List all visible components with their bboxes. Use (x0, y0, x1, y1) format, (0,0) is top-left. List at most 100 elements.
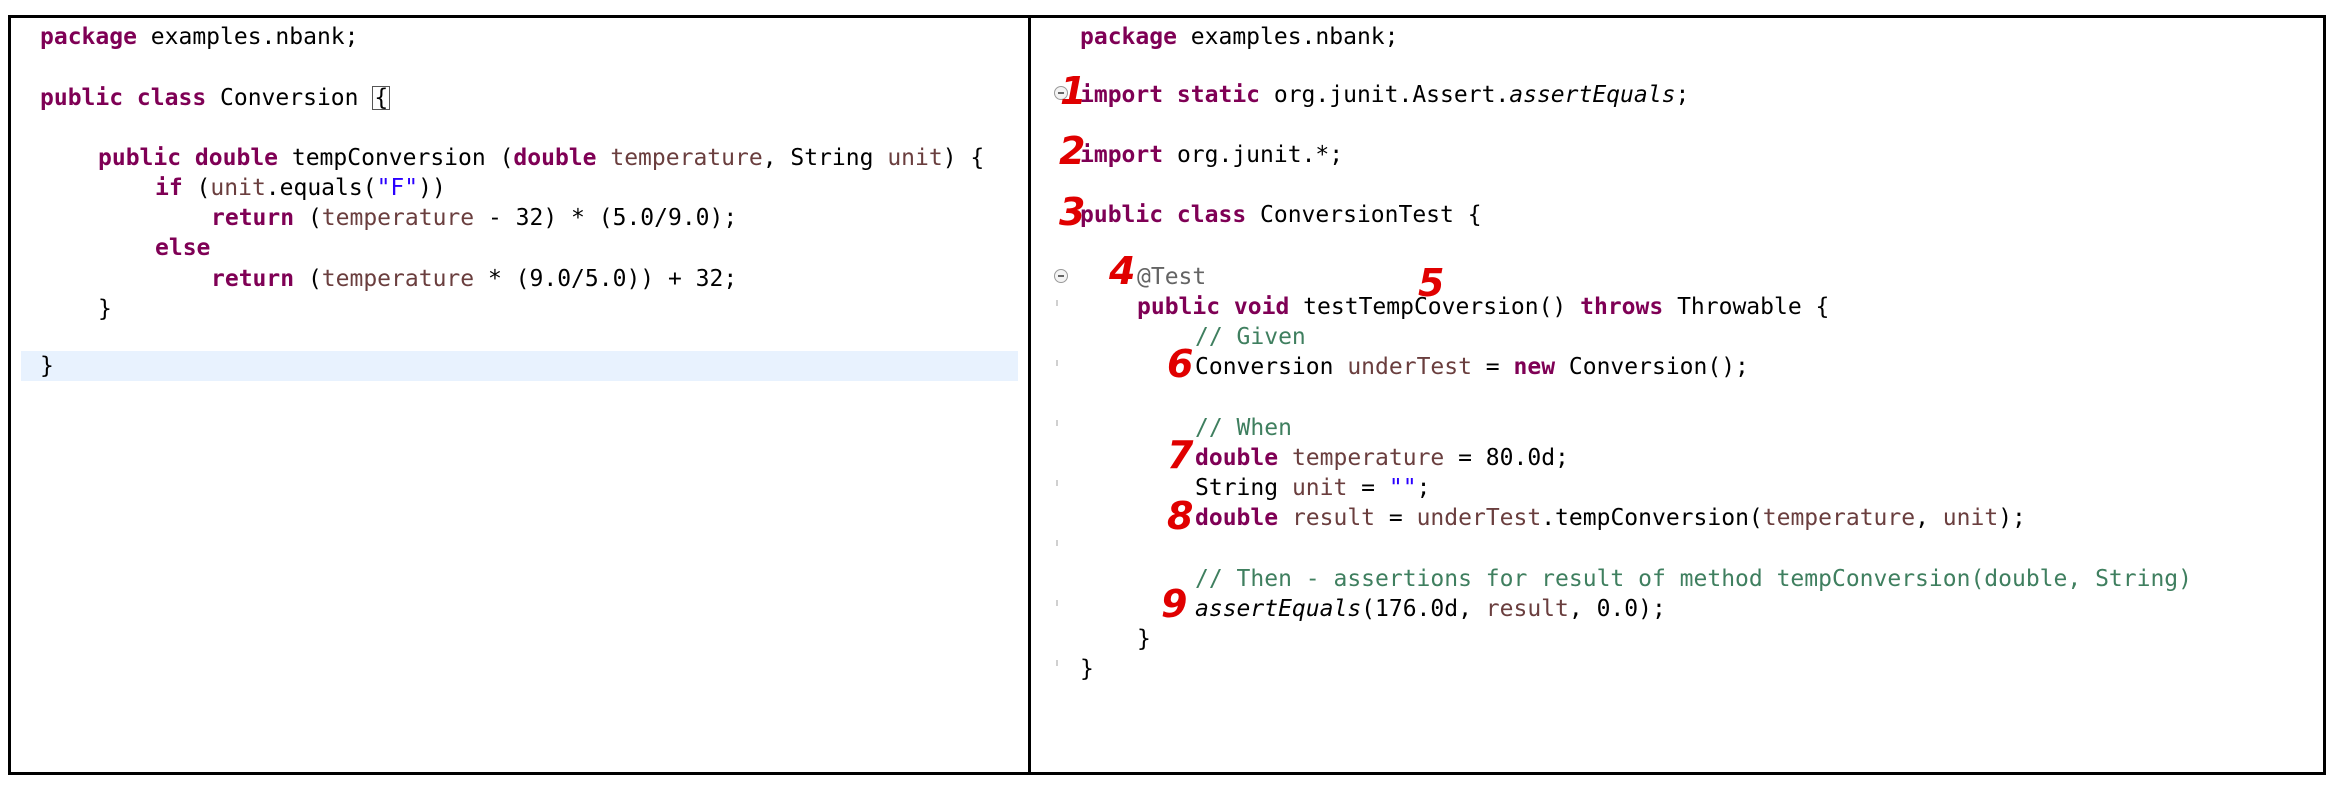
code-text: = (1347, 475, 1389, 501)
annotation: @Test (1137, 264, 1207, 290)
gutter-marker (1056, 660, 1058, 666)
parameter: unit (887, 145, 943, 171)
string-literal: "F" (376, 175, 419, 201)
code-line: } (98, 294, 112, 324)
code-line: return (temperature - 32) * (5.0/9.0); (211, 203, 737, 233)
code-line: // When (1195, 413, 1292, 443)
code-line: } (1080, 654, 1094, 684)
keyword: package (40, 24, 137, 50)
step-marker-6: 6 (1167, 342, 1194, 386)
current-line-highlight (21, 351, 1018, 381)
code-line: // Then - assertions for result of metho… (1195, 564, 2192, 594)
code-line: return (temperature * (9.0/5.0)) + 32; (211, 264, 737, 294)
static-method: assertEquals (1195, 596, 1362, 622)
method-name: tempConversion ( (278, 145, 514, 171)
step-marker-9: 9 (1161, 582, 1188, 626)
code-line: package examples.nbank; (1080, 22, 1399, 52)
code-text: , 0.0); (1568, 596, 1666, 622)
fold-toggle-icon[interactable] (1054, 269, 1068, 283)
variable: temperature (1278, 445, 1445, 471)
step-marker-5: 5 (1418, 261, 1445, 305)
static-method: assertEquals (1509, 82, 1676, 108)
code-text: ( (294, 205, 322, 231)
text-cursor[interactable]: { (372, 85, 391, 111)
code-text: = (1471, 354, 1514, 380)
step-marker-1: 1 (1060, 69, 1087, 113)
method-name: testTempCoversion() (1289, 294, 1581, 320)
step-marker-7: 7 (1167, 433, 1194, 477)
class-name: ConversionTest { (1246, 202, 1482, 228)
code-text: Conversion(); (1555, 354, 1749, 380)
keyword: double (1195, 505, 1279, 531)
keyword: public class (1080, 202, 1247, 228)
code-line: // Given (1195, 322, 1306, 352)
code-line: } (40, 351, 54, 381)
code-line: Conversion underTest = new Conversion(); (1195, 352, 1749, 382)
gutter-marker (1056, 540, 1058, 546)
code-text: ( (294, 266, 322, 292)
code-line: public class Conversion { (40, 83, 391, 113)
code-text: = (1375, 505, 1417, 531)
gutter-marker (1056, 360, 1058, 366)
variable: unit (210, 175, 266, 201)
gutter-marker (1056, 480, 1058, 486)
keyword: else (155, 235, 211, 261)
closing-brace: } (1137, 626, 1151, 652)
code-text: - 32) * (5.0/9.0); (474, 205, 738, 231)
comparison-frame (8, 15, 2326, 775)
code-line: if (unit.equals("F")) (155, 173, 446, 203)
keyword: public void (1137, 294, 1290, 320)
code-line: public void testTempCoversion() throws T… (1137, 292, 1829, 322)
step-marker-2: 2 (1059, 129, 1086, 173)
variable: temperature (321, 266, 475, 292)
step-marker-8: 8 (1167, 494, 1194, 538)
type-name: Conversion (1195, 354, 1348, 380)
code-text: = 80.0d; (1444, 445, 1569, 471)
code-text: ); (1998, 505, 2026, 531)
pane-divider (1028, 15, 1031, 775)
type-name: String (1195, 475, 1292, 501)
code-line: package examples.nbank; (40, 22, 359, 52)
variable: temperature (1762, 505, 1916, 531)
closing-brace: } (40, 353, 54, 379)
code-line: public class ConversionTest { (1080, 200, 1482, 230)
keyword: return (211, 205, 295, 231)
code-comment: // Then - assertions for result of metho… (1195, 566, 2192, 592)
variable: result (1485, 596, 1569, 622)
import-path: org.junit.Assert. (1260, 82, 1510, 108)
keyword: public class (40, 85, 207, 111)
package-name: examples.nbank; (1176, 24, 1399, 50)
code-text: ; (1416, 475, 1431, 501)
code-line: import org.junit.*; (1080, 140, 1343, 170)
parameter: temperature (596, 145, 763, 171)
code-comment: // Given (1195, 324, 1306, 350)
code-line: double temperature = 80.0d; (1195, 443, 1569, 473)
keyword: throws (1580, 294, 1664, 320)
code-text: ) { (942, 145, 985, 171)
code-line: else (155, 233, 210, 263)
class-name: Conversion (206, 85, 373, 111)
code-text: (176.0d, (1361, 596, 1486, 622)
code-text: ( (182, 175, 211, 201)
keyword: import (1080, 142, 1164, 168)
code-line: } (1137, 624, 1151, 654)
keyword: new (1513, 354, 1556, 380)
code-text: )) (418, 175, 446, 201)
code-text: Throwable { (1663, 294, 1830, 320)
string-literal: "" (1388, 475, 1417, 501)
variable: result (1278, 505, 1376, 531)
step-marker-3: 3 (1059, 190, 1086, 234)
keyword: if (155, 175, 183, 201)
code-line: String unit = ""; (1195, 473, 1430, 503)
closing-brace: } (1080, 656, 1094, 682)
fold-toggle-icon[interactable] (1054, 86, 1068, 100)
keyword: package (1080, 24, 1177, 50)
keyword: double (1195, 445, 1279, 471)
variable: unit (1942, 505, 1999, 531)
code-line: public double tempConversion (double tem… (98, 143, 984, 173)
code-line: import static org.junit.Assert.assertEqu… (1080, 80, 1689, 110)
code-text: .equals( (265, 175, 377, 201)
import-path: org.junit.*; (1163, 142, 1344, 168)
keyword: return (211, 266, 295, 292)
variable: underTest (1416, 505, 1542, 531)
